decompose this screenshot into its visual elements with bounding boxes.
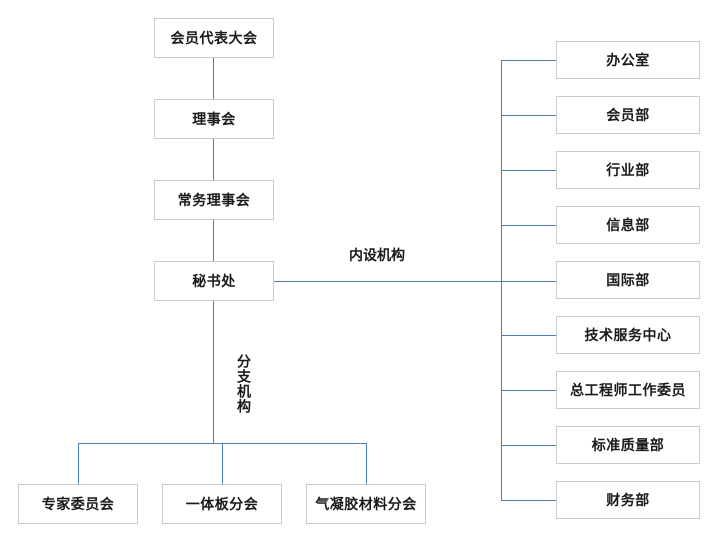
connector-bus-to-aerogel-branch <box>366 443 367 484</box>
node-international-label: 国际部 <box>606 272 650 288</box>
edge-label-branch-units: 分支机构 <box>236 352 252 416</box>
connector-spine-to-industry <box>501 170 556 171</box>
node-finance-label: 财务部 <box>606 492 650 508</box>
node-standing-council-label: 常务理事会 <box>177 192 251 208</box>
node-assembly-label: 会员代表大会 <box>170 30 258 46</box>
node-office-label: 办公室 <box>606 52 650 68</box>
connector-spine-to-tech-service <box>501 335 556 336</box>
node-aerogel-branch-label: 气凝胶材料分会 <box>315 496 417 512</box>
connector-assembly-to-council <box>213 58 214 99</box>
node-standard-quality[interactable]: 标准质量部 <box>556 426 700 464</box>
node-standard-quality-label: 标准质量部 <box>591 437 665 453</box>
connector-secretariat-to-internal-spine <box>274 281 502 282</box>
connector-spine-to-chief-engineer <box>501 390 556 391</box>
connector-bus-to-expert-committee <box>78 443 79 484</box>
node-finance[interactable]: 财务部 <box>556 481 700 519</box>
connector-spine-to-information <box>501 225 556 226</box>
node-expert-committee-label: 专家委员会 <box>41 496 115 512</box>
node-information[interactable]: 信息部 <box>556 206 700 244</box>
node-assembly[interactable]: 会员代表大会 <box>154 18 274 58</box>
node-membership[interactable]: 会员部 <box>556 96 700 134</box>
node-panel-branch-label: 一体板分会 <box>185 496 259 512</box>
node-international[interactable]: 国际部 <box>556 261 700 299</box>
connector-spine-to-membership <box>501 115 556 116</box>
node-information-label: 信息部 <box>606 217 650 233</box>
node-tech-service-center[interactable]: 技术服务中心 <box>556 316 700 354</box>
node-aerogel-branch[interactable]: 气凝胶材料分会 <box>306 484 426 524</box>
node-panel-branch[interactable]: 一体板分会 <box>162 484 282 524</box>
connector-secretariat-to-branch-bus <box>213 301 214 443</box>
node-industry-label: 行业部 <box>606 162 650 178</box>
internal-units-spine <box>501 60 502 500</box>
connector-spine-to-standard-quality <box>501 445 556 446</box>
connector-spine-to-finance <box>501 500 556 501</box>
connector-council-to-standing <box>213 139 214 180</box>
node-chief-engineer-committee[interactable]: 总工程师工作委员 <box>556 371 700 409</box>
edge-label-internal-units: 内设机构 <box>345 245 409 265</box>
node-council[interactable]: 理事会 <box>154 99 274 139</box>
connector-standing-to-secretariat <box>213 220 214 261</box>
connector-bus-to-panel-branch <box>222 443 223 484</box>
node-expert-committee[interactable]: 专家委员会 <box>18 484 138 524</box>
node-secretariat-label: 秘书处 <box>192 273 236 289</box>
node-chief-engineer-committee-label: 总工程师工作委员 <box>570 382 686 398</box>
node-office[interactable]: 办公室 <box>556 41 700 79</box>
node-industry[interactable]: 行业部 <box>556 151 700 189</box>
connector-spine-to-international <box>501 281 556 282</box>
node-standing-council[interactable]: 常务理事会 <box>154 180 274 220</box>
node-membership-label: 会员部 <box>606 107 650 123</box>
node-council-label: 理事会 <box>192 111 236 127</box>
node-secretariat[interactable]: 秘书处 <box>154 261 274 301</box>
connector-spine-to-office <box>501 60 556 61</box>
node-tech-service-center-label: 技术服务中心 <box>584 327 672 343</box>
